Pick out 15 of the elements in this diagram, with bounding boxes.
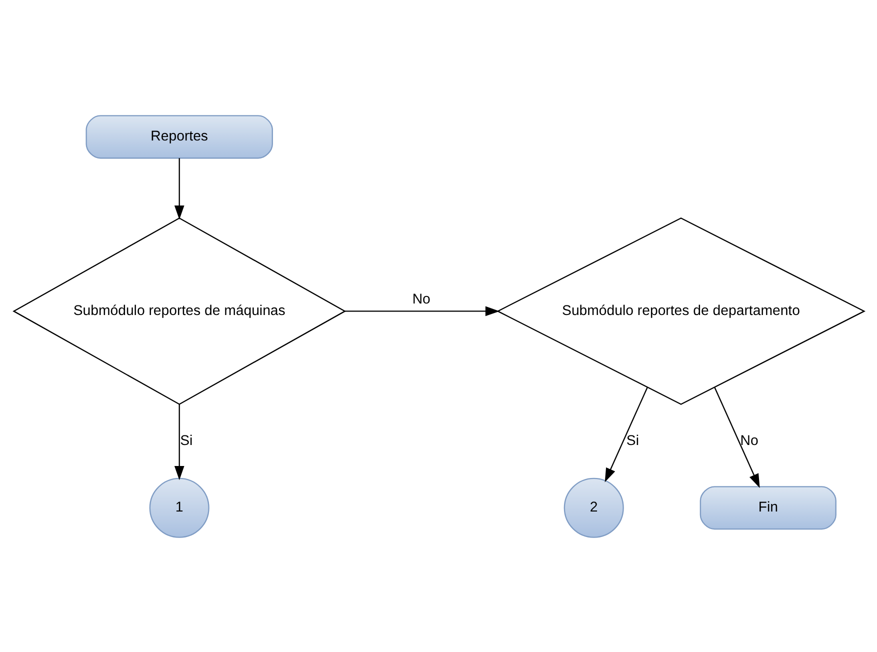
edge-label: No	[412, 290, 430, 306]
arrow	[604, 386, 648, 482]
node-box: Reportes	[85, 114, 272, 158]
edge-label: Si	[626, 431, 639, 448]
arrow	[714, 386, 760, 488]
edge-label: Si	[180, 431, 192, 448]
node-diamond: Submódulo reportes de máquinas	[12, 216, 346, 404]
node-box: Fin	[699, 486, 836, 530]
node-circle: 1	[148, 477, 209, 538]
edge-label: No	[740, 431, 758, 448]
arrow	[344, 306, 500, 316]
arrow	[174, 158, 184, 220]
node-diamond: Submódulo reportes de departamento	[496, 217, 865, 404]
arrow	[174, 404, 184, 480]
node-circle: 2	[563, 477, 624, 538]
